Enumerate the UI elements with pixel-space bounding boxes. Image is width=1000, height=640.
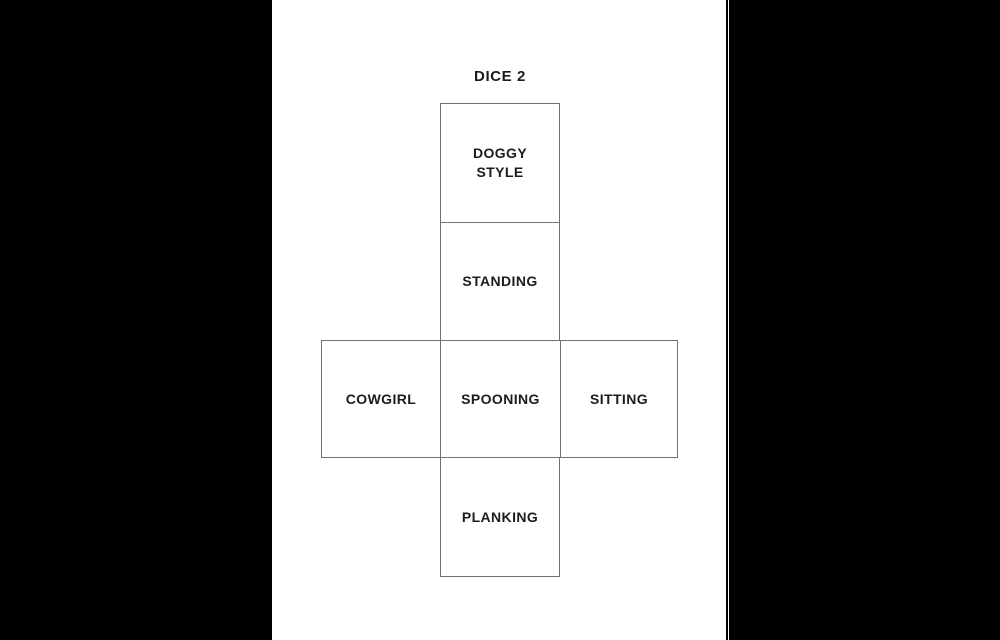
page-edge-line: [725, 0, 728, 640]
dice-face-label: PLANKING: [461, 508, 539, 525]
dice-face-cowgirl: COWGIRL: [321, 340, 440, 458]
letterbox-left-bar: [0, 0, 272, 640]
dice-face-label: SPOONING: [461, 390, 540, 407]
dice-face-label: STANDING: [462, 273, 538, 290]
letterbox-right-bar: [728, 0, 1000, 640]
dice-title: DICE 2: [474, 68, 526, 85]
dice-face-doggy-style: DOGGY STYLE: [440, 103, 560, 222]
dice-face-planking: PLANKING: [440, 458, 560, 577]
dice-face-sitting: SITTING: [560, 340, 678, 458]
dice-face-label: DOGGY STYLE: [472, 145, 528, 180]
dice-face-standing: STANDING: [440, 222, 560, 340]
dice-face-label: SITTING: [589, 390, 649, 407]
dice-face-label: COWGIRL: [345, 390, 417, 407]
dice-face-spooning: SPOONING: [440, 340, 560, 458]
